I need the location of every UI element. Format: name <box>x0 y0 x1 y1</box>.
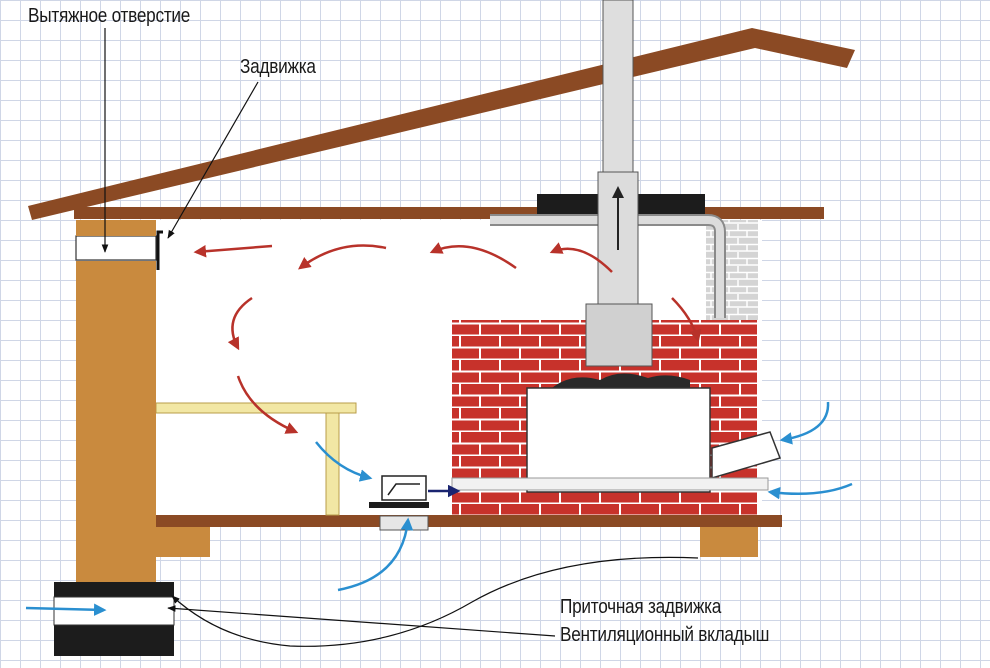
damper <box>156 230 163 270</box>
chimney-connector <box>585 303 653 367</box>
hot-air-flow <box>193 242 702 434</box>
floor-support-right <box>700 527 758 557</box>
label-exhaust-opening: Вытяжное отверстие <box>28 5 191 27</box>
bench <box>155 402 357 516</box>
stone-wall <box>706 220 758 320</box>
label-damper: Задвижка <box>240 56 316 78</box>
stove-base <box>451 477 769 491</box>
label-supply-damper: Приточная задвижка <box>560 596 722 618</box>
floor <box>156 515 782 527</box>
chimney-up-arrow-icon <box>612 186 624 250</box>
exhaust-opening <box>75 235 157 261</box>
wall-top-cap <box>76 220 156 236</box>
roof <box>28 28 855 220</box>
leader-lines <box>101 28 699 647</box>
floor-support-left <box>156 527 210 557</box>
firebox-chute <box>711 431 781 480</box>
cold-air-flow <box>25 401 853 616</box>
chimney-pipe <box>602 0 634 179</box>
label-ventilation-insert: Вентиляционный вкладыш <box>560 624 770 646</box>
firebox-opening <box>526 387 711 493</box>
ventilation-insert <box>53 596 175 626</box>
wooden-wall <box>76 261 156 583</box>
